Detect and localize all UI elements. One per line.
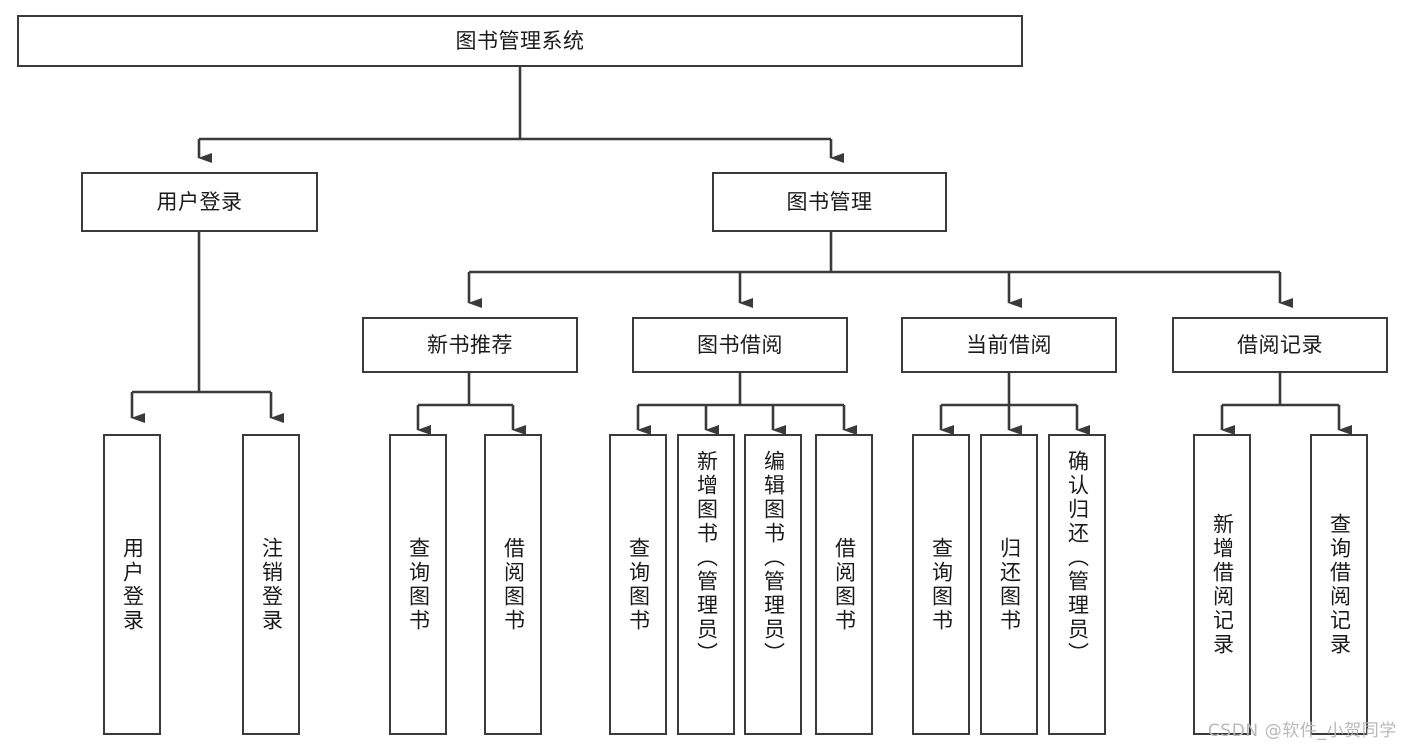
node-leaf-query-book-2-label: 查询图书 — [626, 536, 651, 633]
node-leaf-add-record-label: 新增借阅记录 — [1210, 512, 1235, 657]
node-leaf-add-book[interactable]: 新增图书（管理员） — [677, 434, 735, 735]
node-leaf-add-book-label: 新增图书（管理员） — [694, 450, 719, 666]
node-leaf-borrow-book-1-label: 借阅图书 — [501, 536, 526, 633]
node-leaf-query-record-label: 查询借阅记录 — [1327, 512, 1352, 657]
node-leaf-add-record[interactable]: 新增借阅记录 — [1193, 434, 1251, 735]
node-new-book-recommend-label: 新书推荐 — [427, 332, 513, 357]
node-leaf-user-logout-label: 注销登录 — [259, 536, 284, 633]
node-borrow-record[interactable]: 借阅记录 — [1172, 317, 1388, 373]
node-leaf-query-book-2[interactable]: 查询图书 — [609, 434, 667, 735]
node-leaf-confirm-return-label: 确认归还（管理员） — [1065, 450, 1090, 666]
node-leaf-query-book-1[interactable]: 查询图书 — [389, 434, 447, 735]
node-leaf-edit-book[interactable]: 编辑图书（管理员） — [744, 434, 802, 735]
node-current-borrow-label: 当前借阅 — [966, 332, 1052, 357]
node-leaf-query-book-3[interactable]: 查询图书 — [912, 434, 970, 735]
node-leaf-borrow-book-1[interactable]: 借阅图书 — [484, 434, 542, 735]
node-borrow-record-label: 借阅记录 — [1237, 332, 1323, 357]
node-user-login[interactable]: 用户登录 — [81, 172, 318, 232]
node-leaf-borrow-book-2[interactable]: 借阅图书 — [815, 434, 873, 735]
node-book-borrow[interactable]: 图书借阅 — [632, 317, 848, 373]
node-leaf-query-record[interactable]: 查询借阅记录 — [1310, 434, 1368, 735]
node-root[interactable]: 图书管理系统 — [17, 15, 1023, 67]
node-leaf-user-login-label: 用户登录 — [120, 536, 145, 633]
node-book-management-label: 图书管理 — [786, 189, 873, 214]
node-root-label: 图书管理系统 — [455, 28, 585, 53]
node-current-borrow[interactable]: 当前借阅 — [901, 317, 1117, 373]
node-user-login-label: 用户登录 — [156, 189, 243, 214]
csdn-watermark: CSDN @软件_小贺同学 — [1207, 721, 1397, 741]
node-leaf-query-book-3-label: 查询图书 — [929, 536, 954, 633]
node-new-book-recommend[interactable]: 新书推荐 — [362, 317, 578, 373]
node-leaf-user-logout[interactable]: 注销登录 — [242, 434, 300, 735]
node-leaf-query-book-1-label: 查询图书 — [406, 536, 431, 633]
node-book-management[interactable]: 图书管理 — [712, 172, 947, 232]
node-leaf-confirm-return[interactable]: 确认归还（管理员） — [1048, 434, 1106, 735]
node-leaf-return-book[interactable]: 归还图书 — [980, 434, 1038, 735]
node-leaf-user-login[interactable]: 用户登录 — [103, 434, 161, 735]
node-leaf-edit-book-label: 编辑图书（管理员） — [761, 450, 786, 666]
node-book-borrow-label: 图书借阅 — [697, 332, 783, 357]
node-leaf-borrow-book-2-label: 借阅图书 — [832, 536, 857, 633]
node-leaf-return-book-label: 归还图书 — [997, 536, 1022, 633]
